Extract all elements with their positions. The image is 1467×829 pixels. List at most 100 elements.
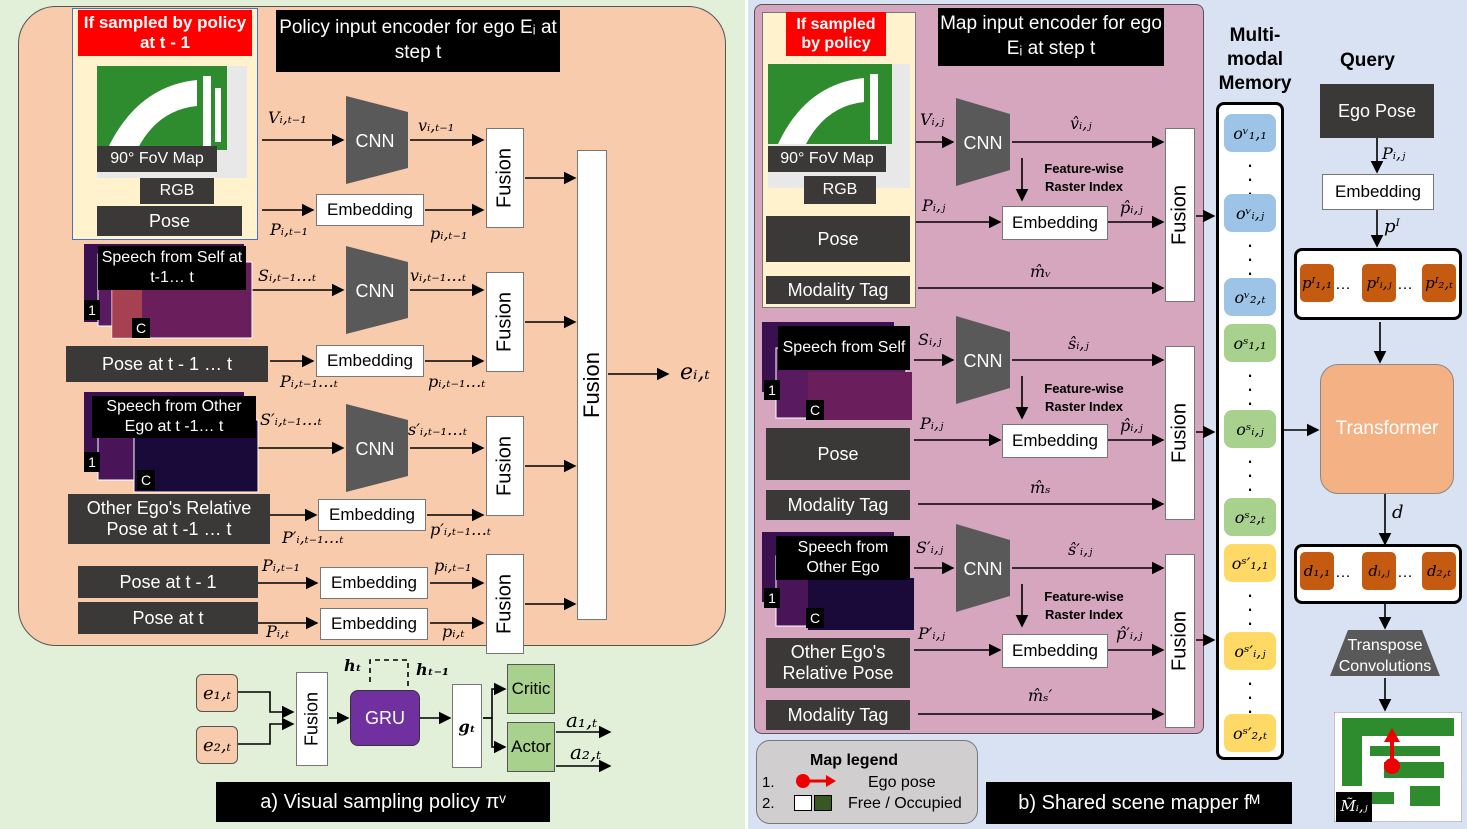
map-encoder-title: Map input encoder for ego Eᵢ at step t bbox=[938, 8, 1164, 66]
fusion-a4: Fusion bbox=[486, 554, 524, 654]
fov-label-a: 90° FoV Map bbox=[97, 146, 217, 172]
var-S: Sᵢ,ₜ₋₁…ₜ bbox=[258, 266, 317, 285]
legend-2-text: Free / Occupied bbox=[848, 795, 962, 812]
cnn-label-a1: CNN bbox=[355, 130, 395, 151]
query-ellipsis-1: … bbox=[1335, 276, 1351, 293]
e1-token: e₁,ₜ bbox=[196, 674, 238, 712]
embedding-a5: Embedding bbox=[320, 608, 428, 640]
var-bV: Vᵢ,ⱼ bbox=[920, 110, 945, 129]
ego-pose-icon bbox=[796, 774, 836, 788]
var-a2: a₂,ₜ bbox=[570, 740, 602, 764]
fusion-a3: Fusion bbox=[486, 416, 524, 516]
embedding-b1: Embedding bbox=[1002, 206, 1108, 240]
var-bvh: v̂ᵢ,ⱼ bbox=[1070, 114, 1092, 133]
e2-token: e₂,ₜ bbox=[196, 726, 238, 764]
memory-slot-v-last: oᵛ₂,ₜ bbox=[1224, 278, 1276, 316]
pose-label-a: Pose bbox=[97, 206, 242, 236]
cnn-label-b2: CNN bbox=[963, 350, 1003, 371]
memory-dots-2: ··· bbox=[1246, 232, 1254, 285]
legend-1-num: 1. bbox=[762, 774, 775, 791]
modality-tag-b3: Modality Tag bbox=[766, 700, 910, 730]
cnn-label-b1: CNN bbox=[963, 132, 1003, 153]
decoder-ellipsis-1: … bbox=[1335, 564, 1351, 581]
fusion-a2: Fusion bbox=[486, 272, 524, 372]
var-P: Pᵢ,ₜ₋₁ bbox=[270, 220, 308, 239]
speech-other-label-b: Speech from Other Ego bbox=[776, 536, 910, 580]
query-title: Query bbox=[1340, 50, 1395, 71]
policy-encoder-title: Policy input encoder for ego Eᵢ at step … bbox=[276, 10, 560, 72]
var-bP2: Pᵢ,ⱼ bbox=[920, 414, 944, 433]
memory-slot-so-mid: oˢ′ᵢ,ⱼ bbox=[1224, 632, 1276, 670]
channel-1-b2: 1 bbox=[764, 588, 780, 608]
var-P1: Pᵢ,ₜ₋₁ bbox=[262, 556, 300, 575]
cnn-block-a2 bbox=[346, 246, 408, 334]
var-bmSo: m̂ₛ′ bbox=[1028, 686, 1053, 705]
memory-slot-s-mid: oˢᵢ,ⱼ bbox=[1224, 410, 1276, 448]
query-token-mid: pᴵᵢ,ⱼ bbox=[1362, 264, 1396, 302]
modality-tag-b1: Modality Tag bbox=[766, 276, 910, 304]
cnn-block-b2 bbox=[956, 316, 1010, 404]
var-bmV: m̂ᵥ bbox=[1030, 262, 1052, 281]
var-p: pᵢ,ₜ₋₁ bbox=[430, 224, 468, 243]
embedding-query: Embedding bbox=[1322, 174, 1434, 210]
memory-slot-so-last: oˢ′₂,ₜ bbox=[1224, 714, 1276, 752]
memory-slot-s-first: oˢ₁,₁ bbox=[1224, 324, 1276, 362]
decoder-token-last: d₂,ₜ bbox=[1422, 552, 1456, 590]
cnn-label-b3: CNN bbox=[963, 558, 1003, 579]
decoder-token-mid: dᵢ,ⱼ bbox=[1362, 552, 1396, 590]
pose-now-a: Pose at t bbox=[78, 602, 258, 634]
speech-self-label-b: Speech from Self bbox=[778, 326, 910, 370]
memory-slot-s-last: oˢ₂,ₜ bbox=[1224, 498, 1276, 536]
channel-c-b1: C bbox=[806, 400, 824, 420]
var-so: s′ᵢ,ₜ₋₁…ₜ bbox=[408, 420, 467, 439]
embedding-b2: Embedding bbox=[1002, 424, 1108, 458]
embedding-a3: Embedding bbox=[318, 499, 426, 531]
legend-title: Map legend bbox=[810, 752, 899, 769]
cnn-label-a3: CNN bbox=[355, 438, 395, 459]
embedding-a2: Embedding bbox=[316, 345, 424, 377]
fusion-a1: Fusion bbox=[486, 128, 524, 228]
var-So: S′ᵢ,ₜ₋₁…ₜ bbox=[260, 410, 322, 429]
g-block: gₜ bbox=[452, 684, 482, 768]
fusion-a-main: Fusion bbox=[577, 150, 607, 620]
decoder-ellipsis-2: … bbox=[1397, 564, 1413, 581]
var-bsho: ŝ′ᵢ,ⱼ bbox=[1068, 540, 1093, 559]
var-d: d bbox=[1392, 502, 1404, 523]
var-v: vᵢ,ₜ₋₁ bbox=[418, 116, 455, 135]
caption-a: a) Visual sampling policy πᵛ bbox=[216, 782, 550, 822]
var-bsh: ŝᵢ,ⱼ bbox=[1068, 334, 1089, 353]
query-token-last: pᴵ₂,ₜ bbox=[1422, 264, 1456, 302]
var-V: Vᵢ,ₜ₋₁ bbox=[268, 108, 307, 127]
var-bpho: p̂′ᵢ,ⱼ bbox=[1116, 624, 1143, 643]
var-hm: hₜ₋₁ bbox=[416, 660, 450, 679]
cnn-block-b3 bbox=[956, 524, 1010, 612]
channel-1-a1: 1 bbox=[84, 300, 100, 320]
channel-1-a2: 1 bbox=[84, 452, 100, 472]
modality-tag-b2: Modality Tag bbox=[766, 490, 910, 520]
legend-2-num: 2. bbox=[762, 795, 775, 812]
var-P2: Pᵢ,ₜ bbox=[266, 622, 290, 641]
pose-range-a: Pose at t - 1 … t bbox=[66, 346, 268, 382]
occupied-cell-icon bbox=[814, 795, 832, 811]
map-legend bbox=[756, 740, 978, 824]
var-bph: p̂ᵢ,ⱼ bbox=[1120, 198, 1143, 217]
ego-pose-block: Ego Pose bbox=[1320, 84, 1434, 138]
var-bPo: P′ᵢ,ⱼ bbox=[918, 624, 945, 643]
channel-c-b2: C bbox=[806, 608, 824, 628]
transpose-conv-label: Transpose Convolutions bbox=[1338, 637, 1432, 675]
query-token-first: pᴵ₁,₁ bbox=[1300, 264, 1334, 302]
memory-slot-so-first: oˢ′₁,₁ bbox=[1224, 544, 1276, 582]
fusion-b2: Fusion bbox=[1165, 346, 1195, 520]
fusion-policy: Fusion bbox=[296, 672, 328, 766]
cnn-block-a3 bbox=[346, 404, 408, 492]
output-map-label: M̃ᵢ,ⱼ bbox=[1336, 792, 1372, 822]
pose-prev-a: Pose at t - 1 bbox=[78, 566, 258, 598]
channel-c-a1: C bbox=[132, 318, 150, 338]
embedding-a4: Embedding bbox=[320, 567, 428, 599]
critic-block: Critic bbox=[507, 664, 555, 714]
var-bPq: Pᵢ,ⱼ bbox=[1382, 144, 1406, 163]
raster-label-b2: Feature-wise Raster Index bbox=[1044, 381, 1124, 414]
raster-label-b1: Feature-wise Raster Index bbox=[1044, 161, 1124, 194]
var-bP: Pᵢ,ⱼ bbox=[922, 196, 946, 215]
